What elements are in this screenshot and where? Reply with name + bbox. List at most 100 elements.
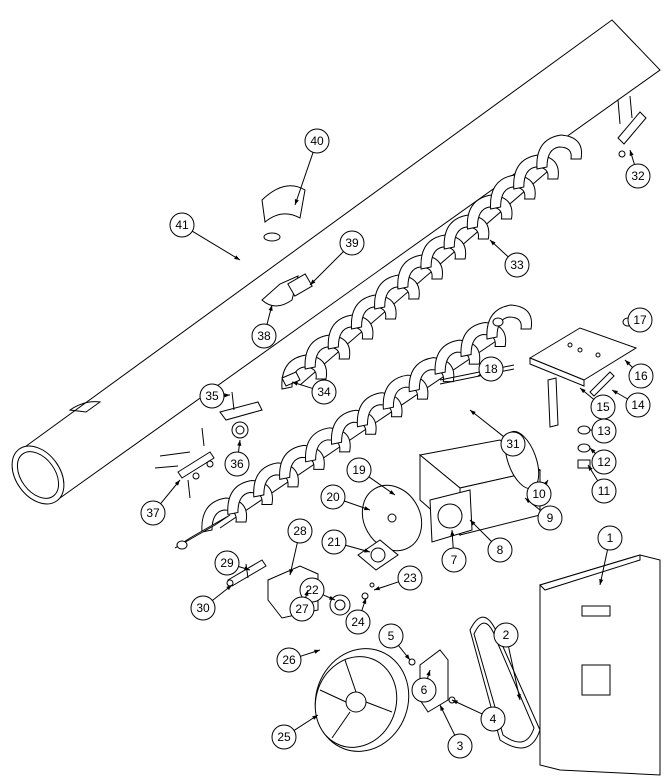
callout-circle bbox=[397, 565, 423, 591]
callout-25: 25 bbox=[271, 714, 319, 750]
callout-number: 33 bbox=[510, 258, 524, 272]
callout-5: 5 bbox=[378, 623, 411, 661]
callout-number: 17 bbox=[633, 313, 647, 327]
callout-38: 38 bbox=[251, 304, 277, 349]
callout-circle bbox=[321, 529, 347, 555]
callout-circle bbox=[346, 457, 372, 483]
auger-flight bbox=[356, 392, 403, 428]
flange-plate bbox=[329, 484, 423, 616]
drive-housing bbox=[418, 364, 542, 543]
auger-flight bbox=[253, 462, 299, 498]
arrowhead bbox=[174, 480, 180, 486]
callout-number: 41 bbox=[175, 218, 189, 232]
callout-circle bbox=[289, 596, 315, 622]
callout-circle bbox=[628, 363, 654, 389]
auger-flight bbox=[327, 314, 374, 350]
arrowhead bbox=[516, 694, 521, 700]
callout-2: 2 bbox=[493, 622, 521, 701]
auger-flight bbox=[382, 374, 429, 410]
callout-circle bbox=[625, 392, 651, 418]
callout-27: 27 bbox=[289, 589, 315, 622]
callout-circle bbox=[411, 677, 437, 703]
arrowhead bbox=[294, 199, 299, 205]
arrowhead bbox=[374, 586, 380, 591]
callout-number: 39 bbox=[345, 236, 359, 250]
leader-line bbox=[309, 251, 344, 286]
callout-circle bbox=[320, 484, 346, 510]
arrowhead bbox=[440, 705, 445, 711]
arrowhead bbox=[310, 279, 316, 285]
callout-number: 8 bbox=[497, 543, 504, 557]
pulley-25 bbox=[314, 648, 410, 752]
callout-10: 10 bbox=[526, 479, 552, 507]
arrowhead bbox=[389, 490, 395, 495]
callout-number: 38 bbox=[257, 329, 271, 343]
callout-number: 21 bbox=[327, 535, 341, 549]
auger-flights bbox=[201, 134, 583, 533]
callout-number: 2 bbox=[503, 628, 510, 642]
leader-line bbox=[508, 646, 521, 701]
callout-circle bbox=[378, 623, 404, 649]
callout-number: 9 bbox=[547, 511, 554, 525]
arrowhead bbox=[237, 440, 242, 446]
callout-circle bbox=[214, 550, 240, 576]
callout-number: 12 bbox=[597, 455, 611, 469]
callout-26: 26 bbox=[276, 647, 321, 673]
belt-guard bbox=[539, 554, 661, 776]
callout-circle bbox=[627, 307, 653, 333]
callout-circle bbox=[625, 163, 651, 189]
auger-flight bbox=[460, 322, 507, 358]
callout-24: 24 bbox=[345, 597, 371, 635]
arrowhead bbox=[490, 240, 496, 246]
callout-number: 22 bbox=[305, 583, 319, 597]
callout-circle bbox=[199, 383, 225, 409]
arrowhead bbox=[314, 649, 320, 654]
callout-12: 12 bbox=[589, 447, 617, 475]
callout-32: 32 bbox=[625, 149, 651, 189]
callout-number: 30 bbox=[196, 601, 210, 615]
callout-36: 36 bbox=[224, 439, 250, 477]
callout-16: 16 bbox=[624, 359, 654, 389]
callout-circle bbox=[276, 647, 302, 673]
callout-number: 19 bbox=[352, 463, 366, 477]
callout-circle bbox=[140, 500, 166, 526]
callout-number: 10 bbox=[532, 487, 546, 501]
arrowhead bbox=[452, 700, 458, 705]
arrowhead bbox=[364, 506, 370, 511]
auger-tube bbox=[11, 19, 661, 505]
callout-31: 31 bbox=[469, 409, 526, 457]
arrowhead bbox=[588, 465, 593, 471]
arrowhead bbox=[292, 381, 298, 386]
callout-circle bbox=[504, 252, 530, 278]
callout-40: 40 bbox=[294, 128, 330, 206]
coupling-37 bbox=[154, 427, 215, 499]
callout-circle bbox=[591, 449, 617, 475]
leader-line bbox=[599, 549, 608, 586]
arrowhead bbox=[268, 305, 273, 311]
callout-number: 32 bbox=[631, 169, 645, 183]
callout-17: 17 bbox=[627, 307, 653, 333]
callout-7: 7 bbox=[441, 529, 467, 573]
auger-flight bbox=[279, 444, 325, 480]
arrowhead bbox=[525, 498, 531, 504]
callout-number: 14 bbox=[631, 398, 645, 412]
callout-circle bbox=[251, 323, 277, 349]
callout-number: 28 bbox=[293, 524, 307, 538]
leader-line bbox=[192, 230, 241, 261]
arrowhead bbox=[289, 569, 294, 575]
callout-20: 20 bbox=[320, 484, 371, 511]
arrowhead bbox=[426, 670, 431, 676]
callout-number: 31 bbox=[506, 437, 520, 451]
callout-circle bbox=[441, 547, 467, 573]
callout-3: 3 bbox=[439, 704, 473, 759]
callout-35: 35 bbox=[199, 383, 231, 409]
arrowhead bbox=[599, 579, 604, 585]
callout-29: 29 bbox=[214, 550, 251, 576]
callout-circle bbox=[537, 505, 563, 531]
auger-flight bbox=[374, 274, 420, 310]
callout-number: 1 bbox=[607, 531, 614, 545]
auger-flight bbox=[443, 214, 490, 250]
callout-number: 11 bbox=[598, 484, 611, 498]
callout-circle bbox=[478, 356, 504, 382]
